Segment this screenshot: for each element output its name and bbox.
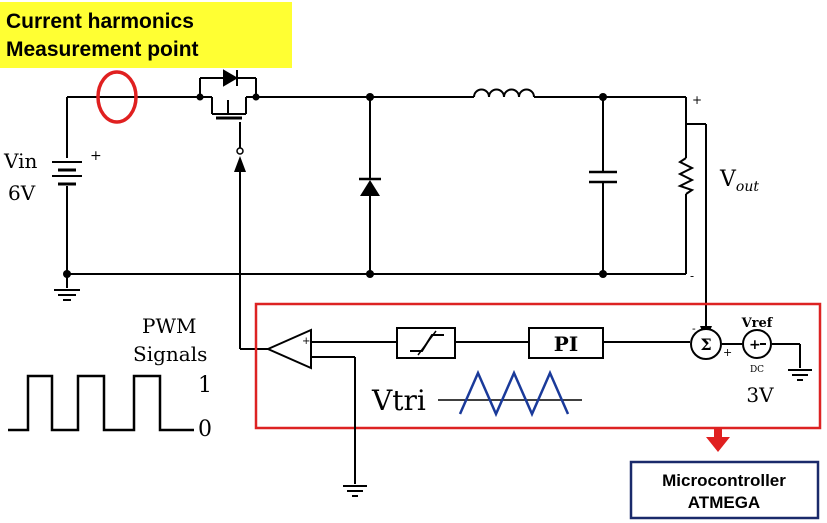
vref-label: Vref (741, 316, 774, 331)
source-value: 6V (8, 181, 36, 205)
microcontroller-line2: ATMEGA (688, 493, 760, 512)
output-capacitor (589, 170, 617, 184)
summing-junction (690, 328, 722, 360)
pi-block (528, 327, 604, 359)
output-minus-sign: - (690, 269, 694, 283)
measurement-label-line2: Measurement point (6, 38, 199, 61)
pwm-waveform (8, 374, 194, 432)
triangle-wave (458, 369, 570, 418)
vref-value: 3V (746, 383, 774, 407)
pwm-label-line1: PWM (142, 314, 197, 338)
controller-signal-path (311, 341, 801, 484)
node-source-bottom (63, 270, 71, 278)
node-diode-top (366, 93, 374, 101)
dc-label: DC (750, 365, 764, 375)
source-name: Vin (3, 149, 37, 173)
gate-drive-line (239, 170, 268, 350)
pi-label: PI (554, 332, 578, 356)
gate-drive-arrowhead (234, 156, 246, 172)
ground-symbol-source (54, 289, 80, 301)
measurement-label-background (0, 2, 292, 68)
battery-plus-sign: + (90, 148, 102, 164)
pwm-low-label: 0 (198, 417, 212, 442)
mosfet-switch (199, 69, 257, 148)
measurement-label-line1: Current harmonics (6, 10, 194, 33)
pwm-high-label: 1 (198, 373, 212, 398)
vref-plus-sign: + (749, 337, 761, 353)
pwm-comparator (265, 328, 312, 370)
power-stage-wires (66, 96, 707, 328)
gate-terminal (236, 147, 244, 155)
current-probe-ellipse (96, 70, 138, 124)
comparator-plus: + (302, 336, 310, 347)
output-voltage-label: Vout (719, 167, 759, 195)
battery-source (52, 161, 82, 186)
output-plus-sign: + (692, 93, 702, 107)
mosfet-right-node (252, 93, 260, 101)
microcontroller-line1: Microcontroller (662, 471, 786, 490)
node-cap-bottom (599, 270, 607, 278)
ground-symbol-comparator (343, 485, 367, 497)
measurement-label: Current harmonics Measurement point (0, 2, 292, 68)
freewheel-diode (359, 177, 381, 196)
sum-minus-sign: - (692, 322, 696, 335)
mosfet-left-node (196, 93, 204, 101)
node-cap-top (599, 93, 607, 101)
limiter-block (396, 327, 456, 359)
ground-symbol-vref (788, 369, 812, 381)
microcontroller-arrow (706, 428, 730, 452)
summing-symbol: Σ (700, 335, 711, 354)
inductor (473, 88, 535, 98)
pwm-label-line2: Signals (133, 342, 207, 366)
microcontroller-box (629, 460, 820, 520)
vtri-label: Vtri (371, 384, 426, 417)
node-diode-bottom (366, 270, 374, 278)
load-resistor (677, 157, 695, 195)
vref-dc-source (742, 329, 772, 359)
sum-plus-sign: + (723, 346, 732, 359)
controller-box (254, 302, 822, 430)
